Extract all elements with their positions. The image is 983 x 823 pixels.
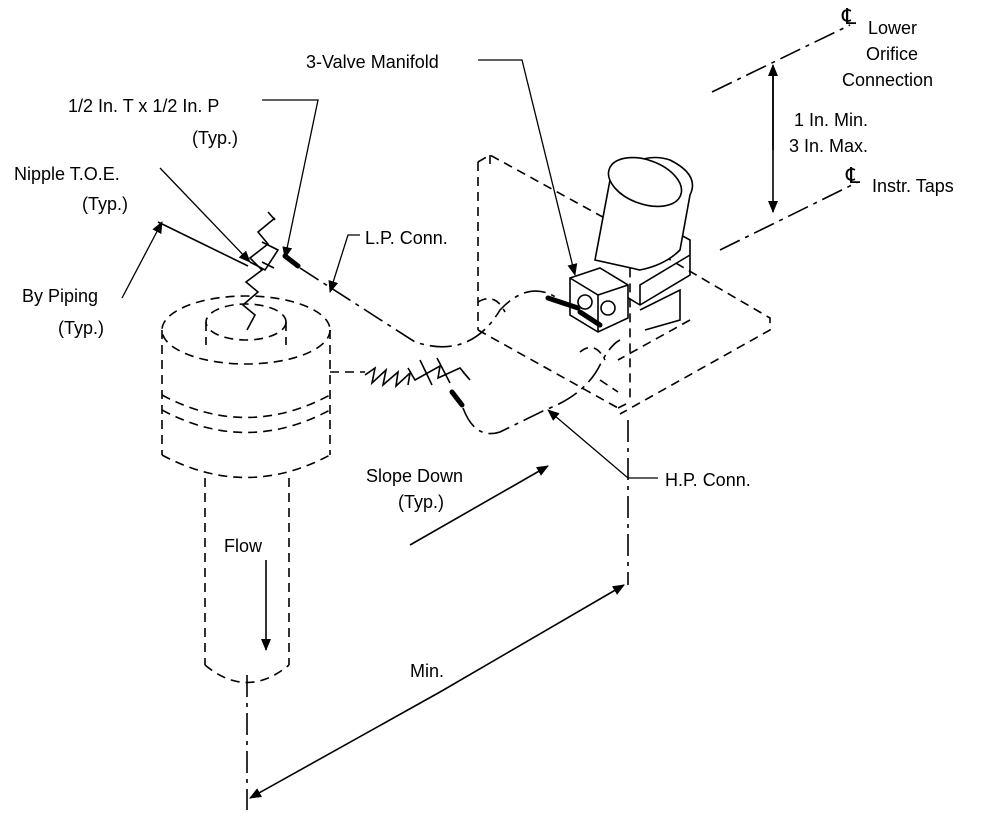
- centerline-dimension: [711, 24, 859, 251]
- hp-tap-fitting: [330, 357, 471, 408]
- label-connection: Connection: [842, 70, 933, 90]
- centerline-symbol-lower: ℄: [841, 4, 857, 29]
- label-instr-taps: Instr. Taps: [872, 176, 954, 196]
- label-tee-fitting: 1/2 In. T x 1/2 In. P: [68, 96, 219, 116]
- label-3-valve-manifold: 3-Valve Manifold: [306, 52, 439, 72]
- mounting-plate: [477, 154, 771, 415]
- hp-tubing: [462, 339, 621, 435]
- lp-tubing: [299, 267, 561, 348]
- label-dim-max: 3 In. Max.: [789, 136, 868, 156]
- label-slope-down: Slope Down: [366, 466, 463, 486]
- centerline-symbol-taps: ℄: [845, 163, 861, 188]
- slope-arrow: [409, 465, 549, 546]
- transmitter: [545, 156, 694, 333]
- label-by-piping-typ: (Typ.): [58, 318, 104, 338]
- label-nipple-typ: (Typ.): [82, 194, 128, 214]
- label-flow: Flow: [224, 536, 263, 556]
- lp-tap-fitting: [241, 211, 301, 331]
- label-slope-typ: (Typ.): [398, 492, 444, 512]
- label-nipple: Nipple T.O.E.: [14, 164, 120, 184]
- label-tee-typ: (Typ.): [192, 128, 238, 148]
- leaders: [121, 59, 658, 479]
- flow-centerline: [246, 560, 271, 810]
- label-hp-conn: H.P. Conn.: [665, 470, 751, 490]
- orifice-flange-assembly: [161, 295, 331, 684]
- label-dim-min: 1 In. Min.: [794, 110, 868, 130]
- label-orifice: Orifice: [866, 44, 918, 64]
- label-by-piping: By Piping: [22, 286, 98, 306]
- label-min: Min.: [410, 661, 444, 681]
- label-lower: Lower: [868, 18, 917, 38]
- min-dimension: [249, 420, 629, 799]
- label-lp-conn: L.P. Conn.: [365, 228, 448, 248]
